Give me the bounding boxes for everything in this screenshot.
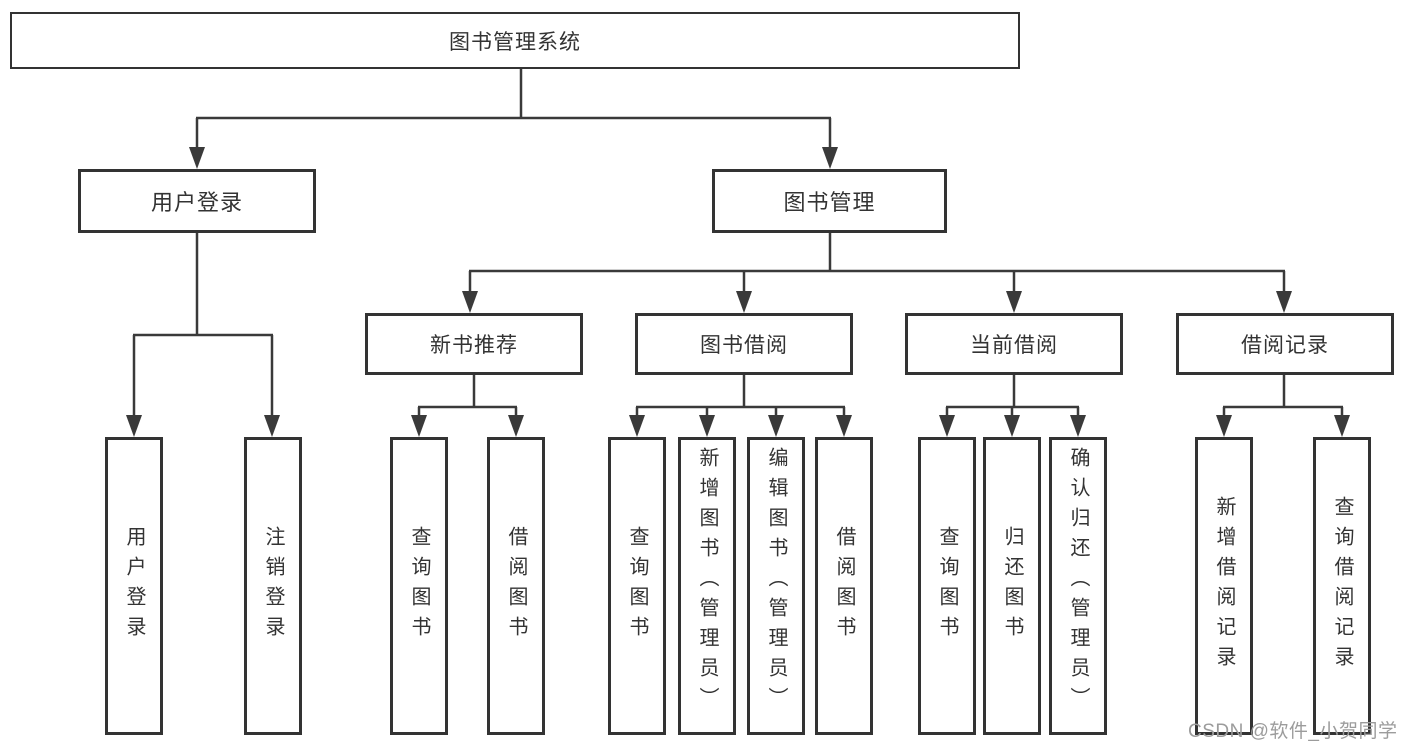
node-book-borrow-label: 图书借阅 (700, 334, 788, 357)
leaf-cb-query-book-label: 查询图书 (936, 526, 958, 646)
leaf-rec-borrow-book: 借阅图书 (487, 437, 545, 735)
node-current-borrow-label: 当前借阅 (970, 334, 1058, 357)
node-new-book-rec-label: 新书推荐 (430, 334, 518, 357)
connector-book-mgmt (462, 233, 1292, 313)
node-new-book-rec: 新书推荐 (365, 313, 583, 375)
leaf-bb-edit-book: 编辑图书（管理员） (747, 437, 805, 735)
connector-current-borrow (939, 375, 1086, 437)
leaf-cb-confirm-return-label: 确认归还（管理员） (1067, 447, 1089, 717)
leaf-rec-borrow-book-label: 借阅图书 (505, 526, 527, 646)
leaf-logout-label: 注销登录 (262, 526, 284, 646)
leaf-bb-borrow-book: 借阅图书 (815, 437, 873, 735)
leaf-bb-add-book-label: 新增图书（管理员） (696, 447, 718, 717)
leaf-cb-return-book-label: 归还图书 (1001, 526, 1023, 646)
leaf-user-login: 用户登录 (105, 437, 163, 735)
leaf-br-add-record: 新增借阅记录 (1195, 437, 1253, 735)
leaf-bb-add-book: 新增图书（管理员） (678, 437, 736, 735)
leaf-bb-query-book: 查询图书 (608, 437, 666, 735)
node-book-mgmt: 图书管理 (712, 169, 947, 233)
leaf-bb-edit-book-label: 编辑图书（管理员） (765, 447, 787, 717)
leaf-user-login-label: 用户登录 (123, 526, 145, 646)
connector-book-borrow (629, 375, 852, 437)
node-borrow-records: 借阅记录 (1176, 313, 1394, 375)
node-book-borrow: 图书借阅 (635, 313, 853, 375)
node-root: 图书管理系统 (10, 12, 1020, 69)
leaf-br-query-record-label: 查询借阅记录 (1331, 496, 1353, 676)
leaf-logout: 注销登录 (244, 437, 302, 735)
leaf-rec-query-book: 查询图书 (390, 437, 448, 735)
leaf-cb-return-book: 归还图书 (983, 437, 1041, 735)
leaf-bb-query-book-label: 查询图书 (626, 526, 648, 646)
connector-borrow-records (1216, 375, 1350, 437)
node-root-label: 图书管理系统 (449, 30, 581, 54)
node-user-login-label: 用户登录 (150, 190, 243, 215)
connector-new-book-rec (411, 375, 524, 437)
leaf-cb-query-book: 查询图书 (918, 437, 976, 735)
connector-user-login (126, 233, 280, 437)
node-current-borrow: 当前借阅 (905, 313, 1123, 375)
node-book-mgmt-label: 图书管理 (783, 190, 876, 215)
leaf-br-add-record-label: 新增借阅记录 (1213, 496, 1235, 676)
leaf-bb-borrow-book-label: 借阅图书 (833, 526, 855, 646)
node-user-login: 用户登录 (78, 169, 316, 233)
csdn-watermark: CSDN @软件_小贺同学 (1188, 721, 1398, 742)
node-borrow-records-label: 借阅记录 (1241, 334, 1329, 357)
leaf-rec-query-book-label: 查询图书 (408, 526, 430, 646)
connector-root (189, 69, 838, 169)
leaf-cb-confirm-return: 确认归还（管理员） (1049, 437, 1107, 735)
leaf-br-query-record: 查询借阅记录 (1313, 437, 1371, 735)
